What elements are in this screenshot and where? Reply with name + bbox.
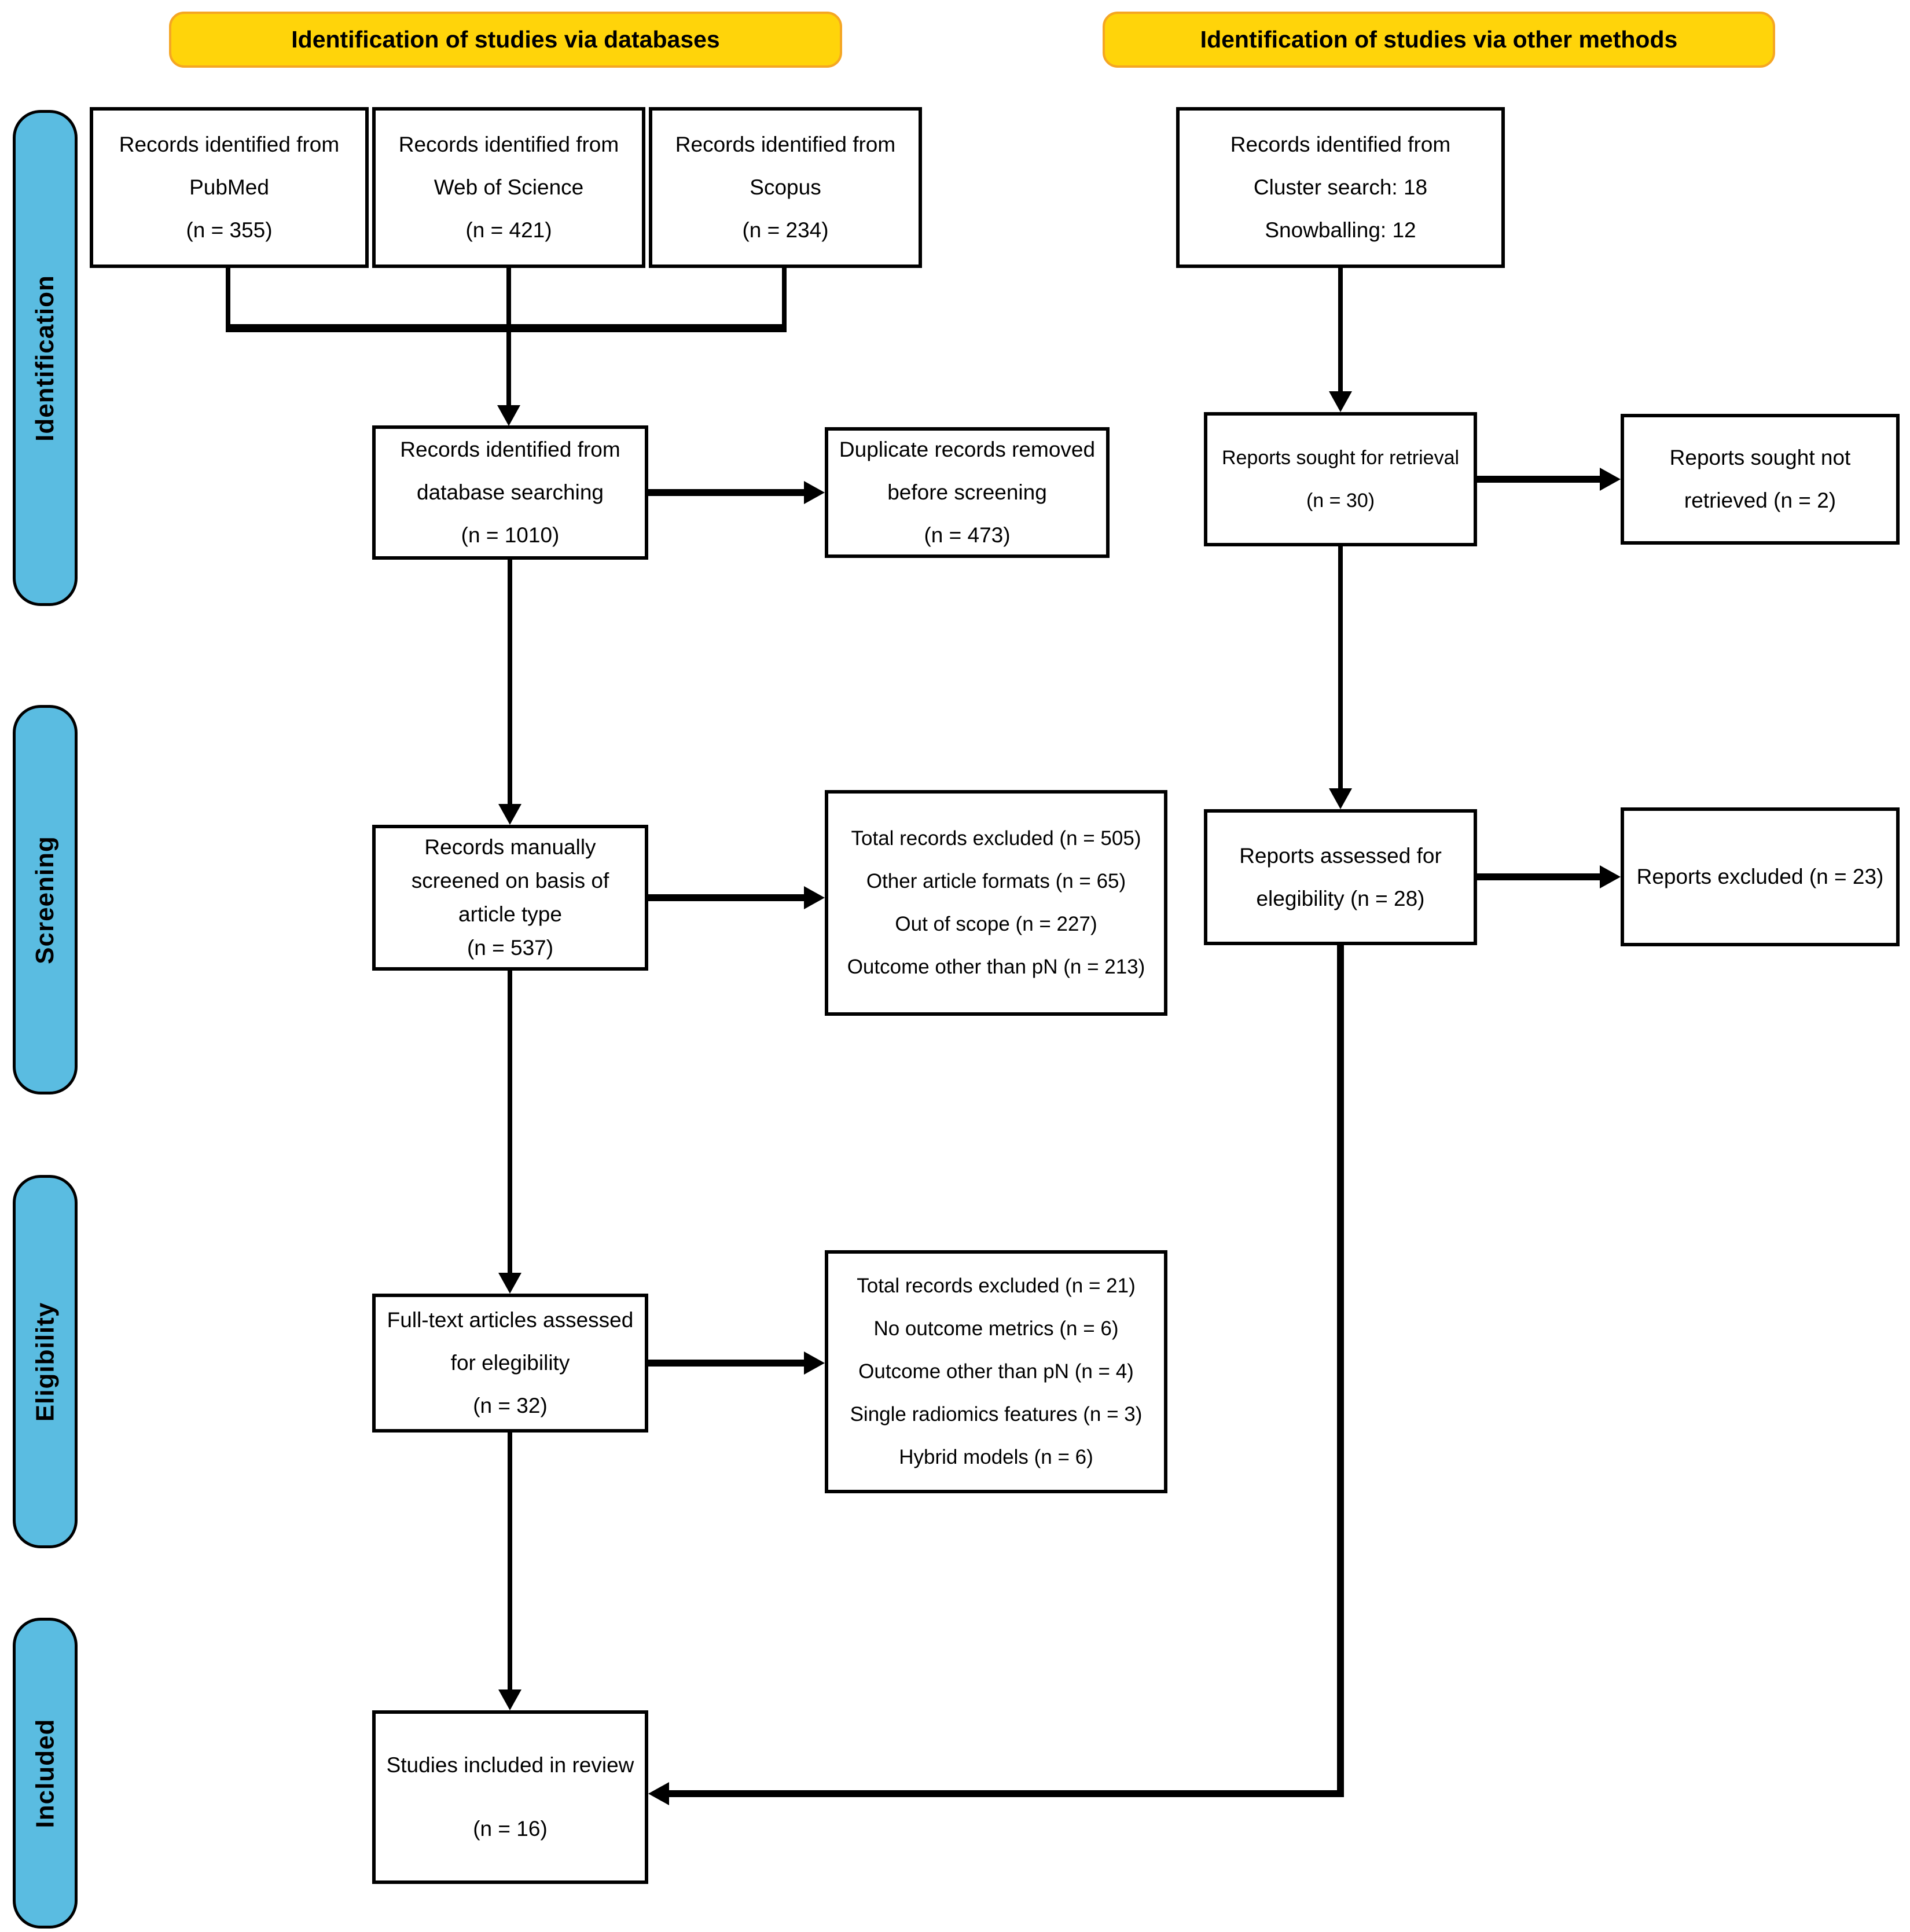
- arrow-head-down-icon: [1329, 788, 1352, 809]
- box-line: Total records excluded (n = 21): [857, 1274, 1136, 1297]
- box-line: for elegibility: [450, 1351, 570, 1375]
- banner-other-methods: Identification of studies via other meth…: [1103, 12, 1775, 68]
- connector-merge-bar: [226, 324, 787, 332]
- box-line: (n = 32): [473, 1394, 548, 1417]
- stage-bar-included: Included: [13, 1618, 78, 1929]
- arrow-fulltext-to-included: [508, 1433, 512, 1691]
- box-line: (n = 16): [473, 1817, 548, 1841]
- connector-stub-pubmed: [226, 268, 230, 329]
- box-line: Reports assessed for: [1239, 843, 1442, 868]
- box-records-other-methods: Records identified from Cluster search: …: [1176, 107, 1505, 268]
- box-line: Snowballing: 12: [1265, 218, 1416, 242]
- box-line: (n = 1010): [461, 523, 560, 547]
- box-line: Full-text articles assessed: [387, 1308, 634, 1332]
- box-line: (n = 355): [186, 218, 273, 242]
- arrow-dbsearch-to-duplicates: [648, 489, 806, 496]
- box-line: Records manually: [424, 835, 596, 859]
- stage-label-screening: Screening: [31, 835, 59, 964]
- box-line: screened on basis of: [411, 869, 609, 892]
- box-reports-not-retrieved: Reports sought not retrieved (n = 2): [1621, 414, 1900, 545]
- box-duplicates-removed: Duplicate records removed before screeni…: [825, 427, 1110, 558]
- arrow-other-to-sought: [1338, 268, 1343, 392]
- box-line: Studies included in review: [386, 1753, 634, 1777]
- box-line: database searching: [417, 480, 604, 504]
- stage-label-included: Included: [31, 1718, 59, 1828]
- arrow-head-down-icon: [498, 804, 521, 825]
- box-line: Web of Science: [434, 175, 584, 199]
- stage-label-eligibility: Eligibility: [31, 1302, 60, 1422]
- box-records-pubmed: Records identified from PubMed (n = 355): [90, 107, 369, 268]
- box-line: (n = 473): [924, 523, 1011, 547]
- box-reports-assessed: Reports assessed for elegibility (n = 28…: [1204, 809, 1477, 945]
- box-reports-sought: Reports sought for retrieval (n = 30): [1204, 412, 1477, 546]
- banner-databases-label: Identification of studies via databases: [291, 26, 720, 53]
- box-line: Other article formats (n = 65): [866, 870, 1126, 892]
- stage-bar-identification: Identification: [13, 110, 78, 606]
- stage-bar-eligibility: Eligibility: [13, 1175, 78, 1548]
- stage-bar-screening: Screening: [13, 705, 78, 1094]
- box-line: before screening: [887, 480, 1047, 504]
- box-line: Reports sought for retrieval: [1221, 447, 1460, 469]
- box-screening-excluded: Total records excluded (n = 505) Other a…: [825, 790, 1167, 1016]
- arrow-head-right-icon: [1600, 468, 1621, 491]
- banner-databases: Identification of studies via databases: [169, 12, 842, 68]
- box-studies-included: Studies included in review (n = 16): [372, 1710, 648, 1884]
- connector-assessed-down-line: [1337, 945, 1344, 1797]
- box-line: Records identified from: [400, 438, 620, 461]
- box-records-scopus: Records identified from Scopus (n = 234): [649, 107, 922, 268]
- box-line: retrieved (n = 2): [1684, 488, 1836, 512]
- box-line: Total records excluded (n = 505): [851, 827, 1141, 850]
- box-line: Records identified from: [1230, 133, 1451, 156]
- arrow-screened-to-excluded: [648, 894, 806, 901]
- arrow-dbsearch-to-screened: [508, 560, 512, 804]
- box-line: (n = 537): [467, 936, 554, 960]
- box-fulltext-assessed: Full-text articles assessed for elegibil…: [372, 1294, 648, 1433]
- box-line: (n = 234): [742, 218, 829, 242]
- arrow-head-down-icon: [498, 1273, 521, 1294]
- connector-stub-scopus: [782, 268, 787, 329]
- connector-assessed-to-included-line: [669, 1790, 1344, 1797]
- box-line: Records identified from: [675, 133, 896, 156]
- stage-label-identification: Identification: [31, 274, 59, 442]
- box-line: Records identified from: [398, 133, 619, 156]
- arrow-head-right-icon: [1600, 865, 1621, 888]
- box-eligibility-excluded: Total records excluded (n = 21) No outco…: [825, 1250, 1167, 1493]
- arrow-screened-to-fulltext: [508, 971, 512, 1273]
- box-line: Out of scope (n = 227): [895, 913, 1097, 935]
- banner-other-methods-label: Identification of studies via other meth…: [1200, 26, 1678, 53]
- box-line: (n = 421): [465, 218, 552, 242]
- arrow-sought-to-notretrieved: [1477, 476, 1602, 483]
- box-line: article type: [458, 902, 562, 926]
- box-line: PubMed: [189, 175, 269, 199]
- box-manually-screened: Records manually screened on basis of ar…: [372, 825, 648, 971]
- connector-stub-wos: [506, 268, 511, 329]
- box-line: Duplicate records removed: [839, 438, 1096, 461]
- box-line: elegibility (n = 28): [1256, 886, 1425, 910]
- arrow-assessed-to-excluded: [1477, 873, 1602, 880]
- arrow-fulltext-to-excluded: [648, 1360, 806, 1367]
- box-line: Scopus: [750, 175, 821, 199]
- box-line: (n = 30): [1306, 490, 1375, 512]
- arrow-head-right-icon: [804, 481, 825, 504]
- box-line: Reports excluded (n = 23): [1636, 865, 1884, 888]
- arrow-sought-to-assessed: [1338, 546, 1343, 789]
- box-db-search: Records identified from database searchi…: [372, 425, 648, 560]
- arrow-merge-to-dbsearch: [506, 332, 511, 406]
- arrow-head-down-icon: [498, 1689, 521, 1710]
- box-line: Reports sought not: [1669, 446, 1851, 469]
- box-line: Records identified from: [119, 133, 340, 156]
- box-line: No outcome metrics (n = 6): [873, 1317, 1119, 1340]
- arrow-head-down-icon: [497, 405, 520, 426]
- arrow-head-left-icon: [648, 1782, 669, 1805]
- arrow-head-right-icon: [804, 1351, 825, 1375]
- box-line: Cluster search: 18: [1253, 175, 1428, 199]
- box-line: Outcome other than pN (n = 213): [847, 956, 1145, 978]
- box-line: Hybrid models (n = 6): [899, 1446, 1093, 1468]
- box-reports-excluded: Reports excluded (n = 23): [1621, 807, 1900, 946]
- arrow-head-right-icon: [804, 886, 825, 909]
- box-line: Single radiomics features (n = 3): [850, 1403, 1143, 1426]
- box-records-web-of-science: Records identified from Web of Science (…: [372, 107, 645, 268]
- box-line: Outcome other than pN (n = 4): [858, 1360, 1134, 1383]
- arrow-head-down-icon: [1329, 391, 1352, 412]
